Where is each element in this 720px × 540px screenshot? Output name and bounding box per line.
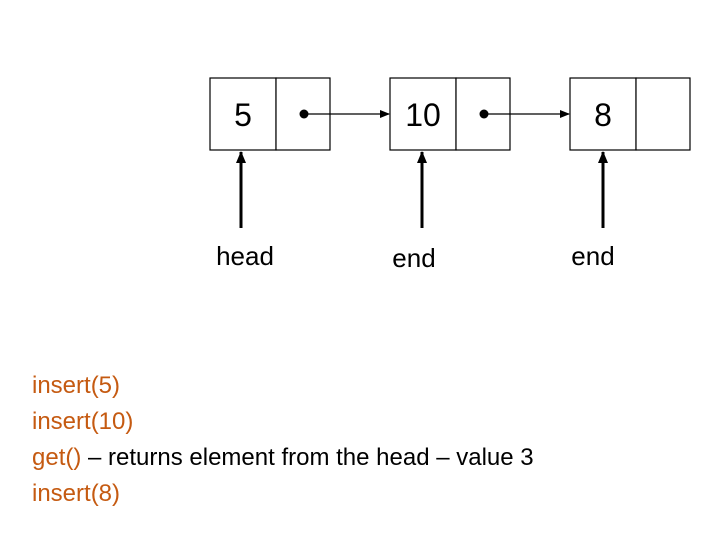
end-pointer-label-2: end (571, 241, 614, 271)
head-pointer-label: head (216, 241, 274, 271)
list-node-1: 5 (209, 77, 331, 151)
node-1-value-cell (209, 77, 277, 151)
operation-call: insert(8) (32, 480, 121, 507)
operation-call: insert(5) (32, 372, 121, 399)
operation-call: insert(10) (32, 408, 134, 435)
head-pointer: head (216, 151, 274, 271)
node-2-value: 10 (405, 97, 441, 133)
operation-line: insert(5) (32, 368, 534, 404)
list-node-3: 8 (569, 77, 691, 151)
operation-note: – returns element from the head – value … (81, 444, 534, 471)
end-pointer-2: end (571, 151, 615, 271)
operations-list: insert(5) insert(10) get() – returns ele… (32, 368, 534, 512)
list-node-2: 10 (389, 77, 511, 151)
node-3-value: 8 (594, 97, 612, 133)
operation-line: insert(10) (32, 404, 534, 440)
operation-line: get() – returns element from the head – … (32, 440, 534, 476)
operation-line: insert(8) (32, 476, 534, 512)
node-3-next-cell (635, 77, 691, 151)
next-link-2-to-3 (479, 109, 570, 119)
next-link-1-to-2 (299, 109, 390, 119)
node-1-value: 5 (234, 97, 252, 133)
end-pointer-label-1: end (392, 243, 435, 273)
operation-call: get() (32, 444, 82, 471)
end-pointer-1: end (392, 151, 436, 273)
node-3-value-cell (569, 77, 637, 151)
